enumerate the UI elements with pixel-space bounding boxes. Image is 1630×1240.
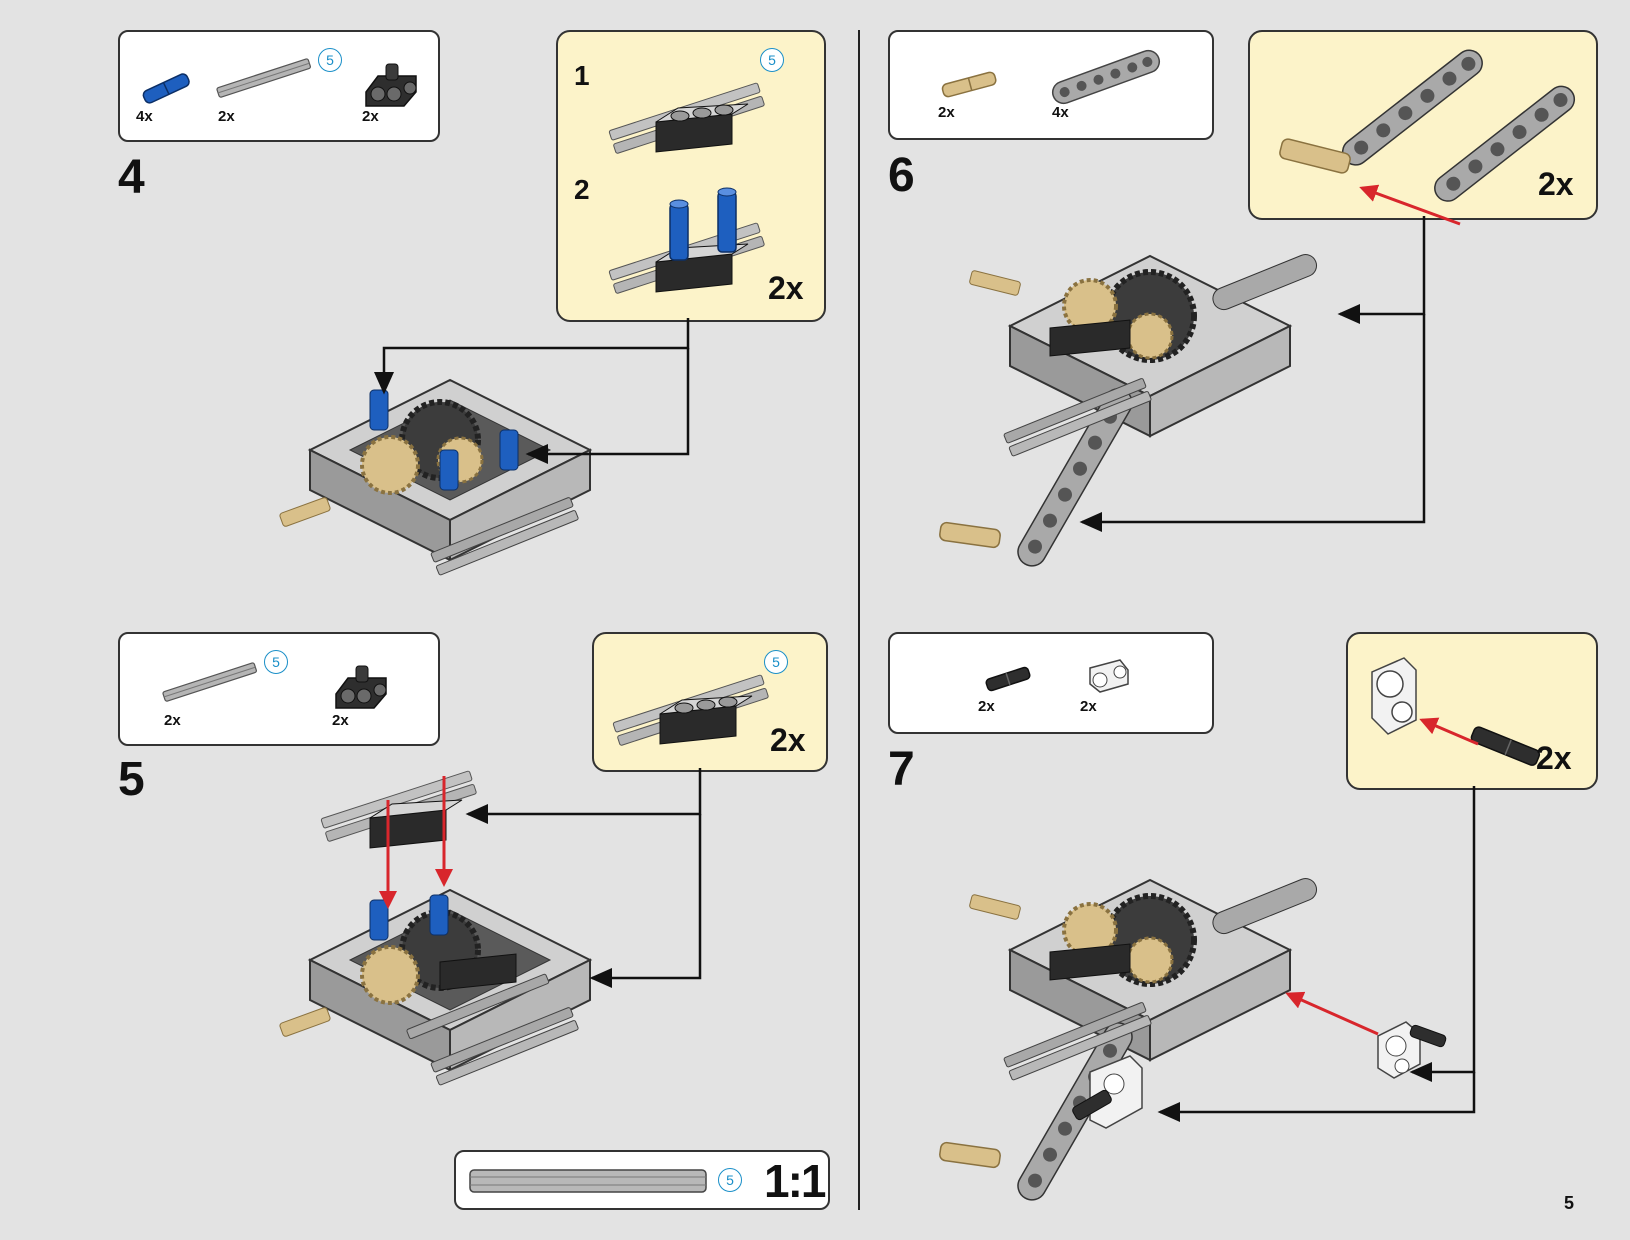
step-7-parts-list: 2x 2x <box>888 632 1214 734</box>
step-6-gearbox-model <box>939 254 1318 567</box>
liftarm-icon <box>1051 49 1161 105</box>
axle-block-with-pins-illustration <box>608 187 765 294</box>
step-4-sub-assembly: 1 5 2 2x <box>556 30 826 322</box>
step-4-multiplier: 2x <box>768 270 804 306</box>
step-5-sub-assembly: 5 2x <box>592 632 828 772</box>
tan-axle-pin-icon <box>941 71 997 98</box>
step-4-substep-2-number: 2 <box>574 174 590 205</box>
step-5-gearbox-model <box>279 888 593 1086</box>
page-divider <box>858 30 860 1210</box>
step-5-sub-length-badge: 5 <box>764 650 788 674</box>
connector-with-pin-illustration <box>1371 657 1541 766</box>
axle-scale-icon <box>469 1169 707 1193</box>
step-7-number: 7 <box>888 743 915 796</box>
step-4-part-3-qty: 2x <box>362 108 379 125</box>
axle-length-ruler: 5 1:1 <box>454 1150 830 1210</box>
step-4-substep-1-length-badge: 5 <box>760 48 784 72</box>
step-4-part-2-qty: 2x <box>218 108 235 125</box>
step-5-axle-length-badge: 5 <box>264 650 288 674</box>
step-5-part-2-qty: 2x <box>332 712 349 729</box>
step-6-multiplier: 2x <box>1538 166 1574 202</box>
ruler-scale-ratio: 1:1 <box>764 1155 827 1207</box>
step-4-substep-1-number: 1 <box>574 60 590 91</box>
step-6-parts-list: 2x 4x <box>888 30 1214 140</box>
connector-block-icon <box>335 665 387 709</box>
step-4-parts-list: 4x 5 2x 2x <box>118 30 440 142</box>
step-6-part-2-qty: 4x <box>1052 104 1069 121</box>
step-5-multiplier: 2x <box>770 722 806 758</box>
axle-with-block-illustration <box>608 82 765 154</box>
axle-connector-icon <box>1089 659 1129 693</box>
ruler-length-badge: 5 <box>718 1168 742 1192</box>
blue-pin-icon <box>142 73 190 104</box>
step-4-part-1-qty: 4x <box>136 108 153 125</box>
liftarm-with-pin-illustration <box>1279 49 1576 226</box>
axle-icon <box>216 58 311 98</box>
step-5-parts-list: 5 2x 2x <box>118 632 440 746</box>
black-axle-pin-icon <box>985 666 1031 692</box>
step-7-gearbox-model <box>939 878 1318 1201</box>
step-4-gearbox-model <box>279 378 593 576</box>
axle-icon <box>162 662 257 702</box>
axle-with-block-illustration <box>612 674 769 746</box>
step-4-axle-length-badge: 5 <box>318 48 342 72</box>
step-6-number: 6 <box>888 149 915 202</box>
page-number: 5 <box>1563 1193 1574 1213</box>
step-6-part-1-qty: 2x <box>938 104 955 121</box>
step-5-number: 5 <box>118 753 145 806</box>
connector-block-icon <box>365 63 417 107</box>
step-7-sub-assembly: 2x <box>1346 632 1598 790</box>
step-5-part-1-qty: 2x <box>164 712 181 729</box>
step-7-multiplier: 2x <box>1536 740 1572 776</box>
step-7-part-2-qty: 2x <box>1080 698 1097 715</box>
step-4-number: 4 <box>118 151 145 204</box>
step-7-part-1-qty: 2x <box>978 698 995 715</box>
step-6-sub-assembly: 2x <box>1248 30 1598 226</box>
